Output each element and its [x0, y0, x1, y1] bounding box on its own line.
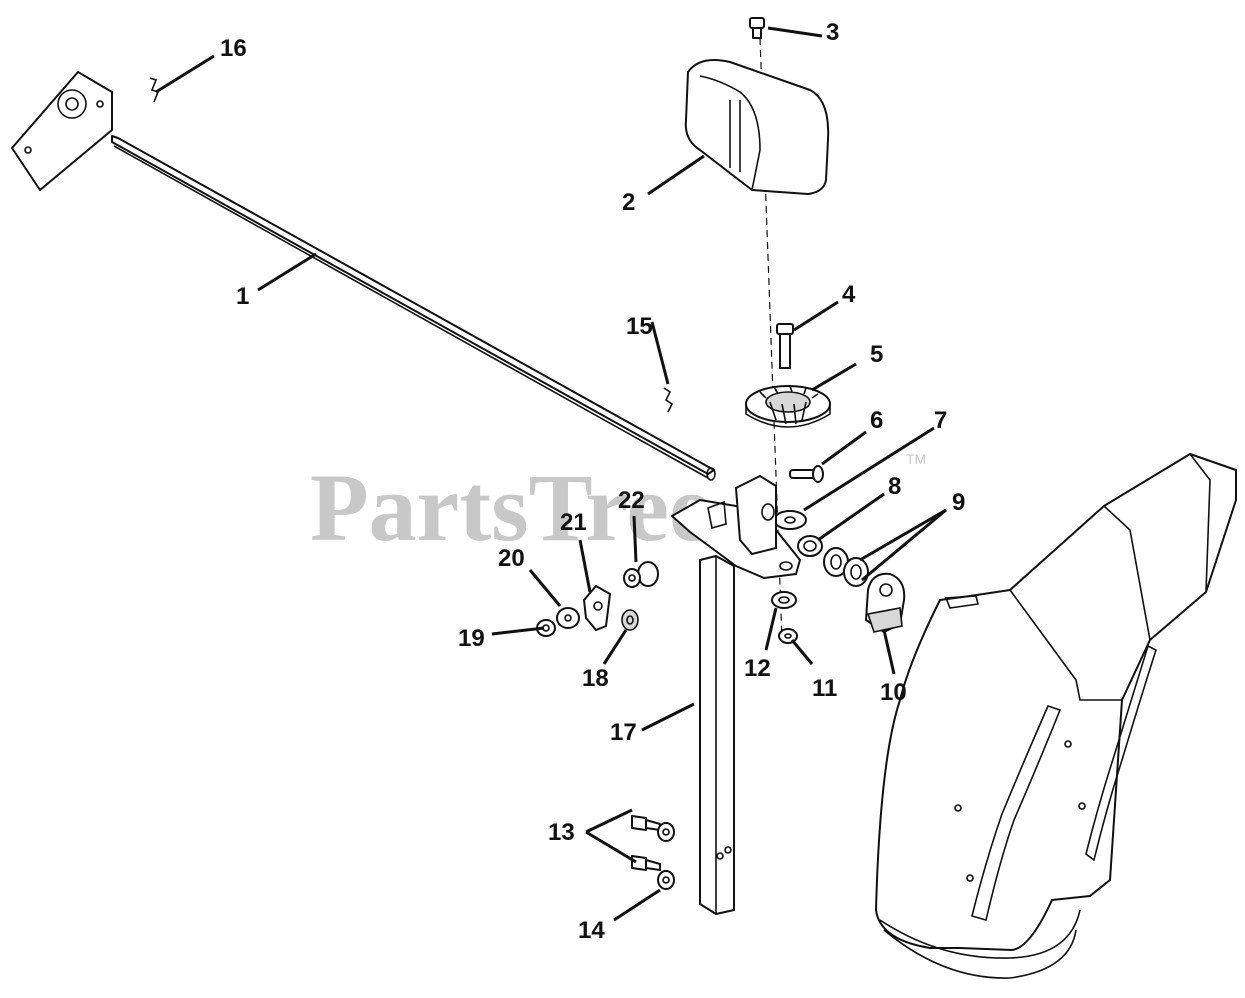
part-14-washers[interactable]: [657, 822, 675, 890]
leader-lines: [155, 26, 947, 922]
callout-11: 11: [812, 675, 837, 702]
part-1-crank-rod[interactable]: [111, 135, 716, 481]
part-2-chute-cover[interactable]: [684, 59, 830, 195]
part-8-bushing[interactable]: [797, 535, 823, 557]
part-16-mount-bracket[interactable]: [11, 71, 160, 191]
part-7-washer[interactable]: [773, 510, 807, 530]
part-13-bolts[interactable]: [631, 815, 661, 871]
callout-21: 21: [560, 509, 587, 536]
callout-3: 3: [826, 19, 839, 46]
callout-13: 13: [548, 819, 575, 846]
part-20-washer[interactable]: [556, 607, 580, 629]
callout-4: 4: [842, 281, 856, 308]
part-4-bolt[interactable]: [776, 323, 794, 369]
part-5-bevel-gear[interactable]: [745, 385, 831, 428]
callout-9: 9: [952, 489, 965, 516]
part-9-washers[interactable]: [823, 547, 869, 587]
callout-2: 2: [622, 189, 635, 216]
callout-17: 17: [610, 719, 637, 746]
callout-6: 6: [870, 407, 883, 434]
callout-16: 16: [220, 35, 247, 62]
part-6-pin[interactable]: [789, 465, 824, 483]
part-12-spacer[interactable]: [771, 591, 797, 609]
callout-1: 1: [236, 283, 249, 310]
part-17-support-tube[interactable]: [671, 475, 801, 915]
callout-8: 8: [888, 473, 901, 500]
callout-10: 10: [880, 679, 907, 706]
callout-7: 7: [934, 407, 947, 434]
callout-19: 19: [458, 625, 485, 652]
part-21-pawl[interactable]: [583, 585, 611, 631]
callout-22: 22: [618, 487, 645, 514]
callout-14: 14: [578, 917, 605, 944]
callout-12: 12: [744, 655, 771, 682]
part-10-pinion-gear[interactable]: [865, 572, 906, 633]
discharge-chute: [875, 453, 1237, 979]
part-3-screw[interactable]: [749, 17, 765, 39]
watermark-trademark: TM: [906, 451, 926, 467]
part-18-small-gear[interactable]: [621, 609, 639, 631]
part-15-clip[interactable]: [663, 387, 674, 413]
callout-15: 15: [626, 313, 653, 340]
part-22-bearing[interactable]: [623, 561, 659, 588]
callout-20: 20: [498, 545, 525, 572]
callout-labels: 1 2 3 4 5 6 7 8 9 10 11 12 13 14 15 16 1…: [220, 19, 965, 944]
watermark-text: PartsTree: [310, 454, 712, 561]
callout-18: 18: [582, 665, 609, 692]
part-11-nut[interactable]: [778, 628, 798, 644]
callout-5: 5: [870, 341, 883, 368]
